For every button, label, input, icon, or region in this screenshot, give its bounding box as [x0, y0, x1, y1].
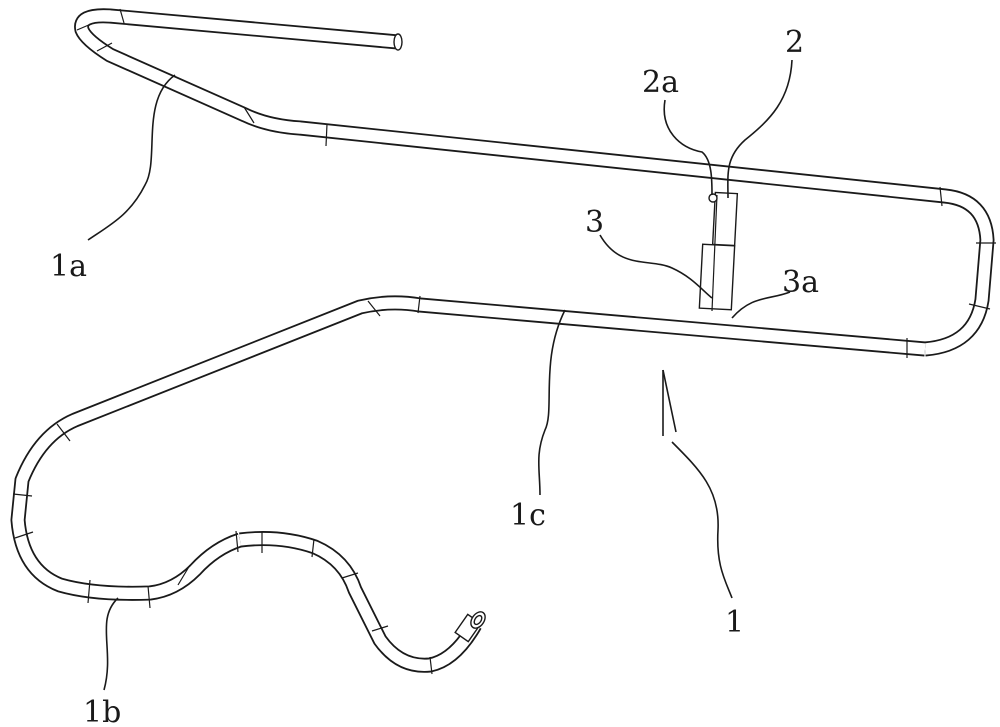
connector-assembly: [698, 191, 739, 312]
bend-seams: [12, 8, 996, 675]
connector-end-2a: [708, 193, 718, 203]
leader-2: [727, 59, 793, 199]
label-1: 1: [725, 605, 744, 640]
leader-1c: [537, 309, 566, 496]
pipe-1: [10, 8, 996, 675]
leader-2a: [663, 99, 713, 196]
label-2a: 2a: [642, 65, 679, 100]
label-3: 3: [585, 205, 604, 240]
leader-3a: [731, 291, 791, 319]
tube-open-end-bottom: [454, 611, 486, 643]
leader-3: [599, 234, 713, 299]
tube-open-end-top: [393, 33, 403, 51]
label-1b: 1b: [83, 695, 121, 727]
label-2: 2: [785, 25, 804, 60]
label-3a: 3a: [782, 265, 819, 300]
pipe-section-1a: [74, 8, 995, 357]
leader-1: [671, 441, 733, 599]
leader-1b: [103, 597, 119, 691]
pipe-section-1b: [239, 531, 482, 673]
leader-lines: [87, 59, 793, 691]
label-1c: 1c: [510, 498, 546, 533]
pipe-section-1c: [10, 295, 926, 601]
reference-labels: 1a 1b 1c 1 2 2a 3 3a: [50, 25, 819, 727]
leader-1a: [87, 74, 176, 241]
sleeve-3: [698, 243, 736, 311]
label-1a: 1a: [50, 249, 87, 284]
direction-arrow: [662, 369, 677, 436]
